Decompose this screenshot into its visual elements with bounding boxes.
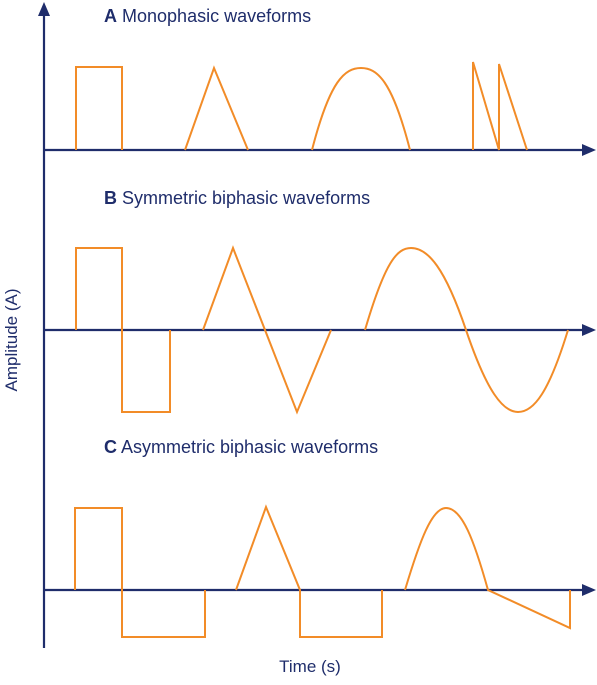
mono-sine-half-wave (311, 66, 411, 151)
panel-c-title: C Asymmetric biphasic waveforms (104, 437, 378, 457)
time-axis-c-arrowhead (582, 584, 596, 596)
mono-triangle-wave (184, 65, 249, 151)
y-axis-arrowhead (38, 2, 50, 16)
time-axis-b-arrowhead (582, 324, 596, 336)
asym-sine-wave (404, 506, 571, 630)
biphasic-sine-wave (364, 246, 569, 414)
mono-square-wave (75, 66, 123, 150)
biphasic-square-wave (75, 247, 171, 413)
x-axis-label: Time (s) (279, 657, 341, 676)
y-axis-label: Amplitude (A) (2, 289, 21, 392)
asym-square-wave (74, 507, 206, 638)
asym-triangle-wave (235, 504, 383, 638)
panel-b-title: B Symmetric biphasic waveforms (104, 188, 370, 208)
mono-sawtooth-wave (472, 61, 528, 151)
time-axis-a-arrowhead (582, 144, 596, 156)
panel-a-title: A Monophasic waveforms (104, 6, 311, 26)
biphasic-triangle-wave (202, 245, 332, 415)
